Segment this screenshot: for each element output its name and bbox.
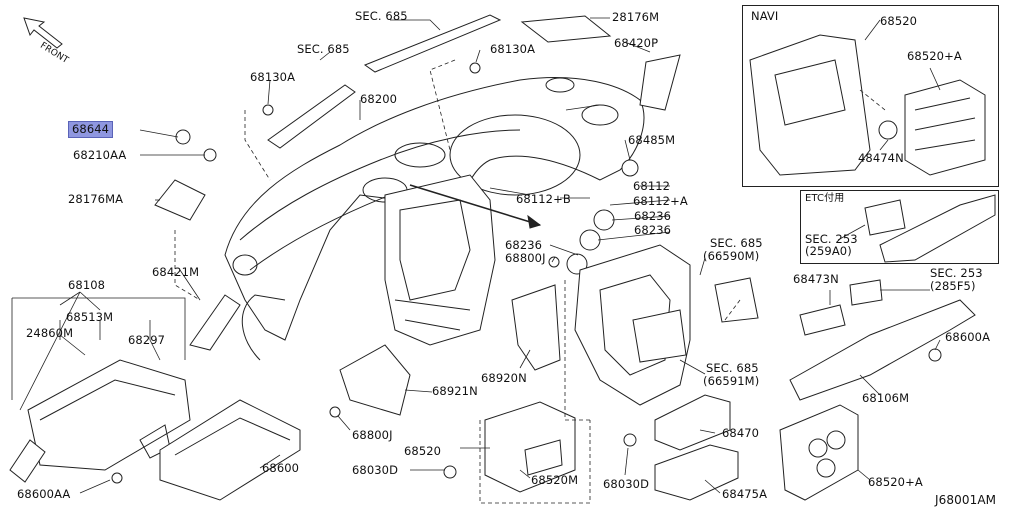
label-68130A-center[interactable]: 68130A — [490, 42, 536, 56]
label-68236-b[interactable]: 68236 — [505, 238, 543, 252]
label-68297[interactable]: 68297 — [128, 333, 166, 347]
label-68470[interactable]: 68470 — [722, 426, 760, 440]
label-68030D-b[interactable]: 68030D — [603, 477, 650, 491]
label-68520[interactable]: 68520 — [404, 444, 442, 458]
label-68030D-a[interactable]: 68030D — [352, 463, 399, 477]
label-68600AA[interactable]: 68600AA — [17, 487, 71, 501]
label-68485M[interactable]: 68485M — [628, 133, 676, 147]
label-navi-68520A[interactable]: 68520+A — [907, 49, 962, 63]
label-68421M[interactable]: 68421M — [152, 265, 200, 279]
label-68236-a[interactable]: 68236 — [634, 209, 672, 223]
label-sec253-a-sub[interactable]: (259A0) — [805, 244, 852, 258]
label-etc-title: ETC付用 — [805, 193, 845, 204]
front-arrow-icon — [23, 17, 63, 49]
navi-inset-frame — [742, 5, 999, 187]
label-navi-48474N[interactable]: 48474N — [858, 151, 904, 165]
label-navi-68520[interactable]: 68520 — [880, 14, 918, 28]
label-68920N[interactable]: 68920N — [481, 371, 527, 385]
cluster-lid-shape — [574, 244, 759, 406]
label-68112A[interactable]: 68112+A — [633, 194, 688, 208]
label-sec685-mid1[interactable]: SEC. 685 — [710, 236, 763, 250]
label-sec685-mid1-sub[interactable]: (66590M) — [703, 249, 760, 263]
label-68513M[interactable]: 68513M — [66, 310, 114, 324]
label-68800J-a[interactable]: 68800J — [505, 251, 546, 265]
label-sec685-top[interactable]: SEC. 685 — [355, 9, 408, 23]
etc-unit-shape — [864, 194, 996, 263]
dashed-guide-lines — [174, 59, 886, 504]
label-sec685-mid2[interactable]: SEC. 685 — [706, 361, 759, 375]
console-parts-shape — [484, 394, 739, 501]
etc-inset-frame — [800, 190, 999, 264]
label-28176MA[interactable]: 28176MA — [68, 192, 124, 206]
drawing-number: J68001AM — [935, 493, 997, 507]
center-stack-shape — [384, 174, 496, 346]
label-sec685-mid2-sub[interactable]: (66591M) — [703, 374, 760, 388]
label-68210AA[interactable]: 68210AA — [73, 148, 127, 162]
defroster-grille-shapes — [154, 14, 681, 351]
label-68112B[interactable]: 68112+B — [516, 192, 571, 206]
label-68520M[interactable]: 68520M — [531, 473, 579, 487]
label-sec685-left[interactable]: SEC. 685 — [297, 42, 350, 56]
glovebox-lid-shape — [159, 399, 301, 501]
lower-trim-shapes — [339, 284, 561, 416]
label-68644-highlighted[interactable]: 68644 — [68, 121, 114, 138]
leader-lines — [19, 17, 941, 494]
label-68921N[interactable]: 68921N — [432, 384, 478, 398]
label-68112[interactable]: 68112 — [633, 179, 671, 193]
label-24860M[interactable]: 24860M — [26, 326, 74, 340]
lower-panel-right-shape — [779, 279, 976, 501]
group-bracket-68108 — [11, 297, 186, 400]
label-68420P[interactable]: 68420P — [614, 36, 659, 50]
label-sec253-b[interactable]: SEC. 253 — [930, 266, 983, 280]
navi-unit-shape — [749, 34, 986, 176]
label-navi-title: NAVI — [751, 9, 779, 23]
label-68106M[interactable]: 68106M — [862, 391, 910, 405]
label-68520A-bottom[interactable]: 68520+A — [868, 475, 923, 489]
label-68600[interactable]: 68600 — [262, 461, 300, 475]
label-68475A[interactable]: 68475A — [722, 487, 768, 501]
label-68800J-b[interactable]: 68800J — [352, 428, 393, 442]
label-68600A[interactable]: 68600A — [945, 330, 991, 344]
glovebox-assembly-shape — [9, 359, 191, 483]
label-68108[interactable]: 68108 — [68, 278, 106, 292]
label-sec253-a[interactable]: SEC. 253 — [805, 232, 858, 246]
label-68200[interactable]: 68200 — [360, 92, 398, 106]
label-68236-c[interactable]: 68236 — [634, 223, 672, 237]
label-sec253-b-sub[interactable]: (285F5) — [930, 279, 976, 293]
pointer-arrow — [409, 184, 542, 229]
label-68473N[interactable]: 68473N — [793, 272, 839, 286]
label-68130A-left[interactable]: 68130A — [250, 70, 296, 84]
label-28176M[interactable]: 28176M — [612, 10, 660, 24]
